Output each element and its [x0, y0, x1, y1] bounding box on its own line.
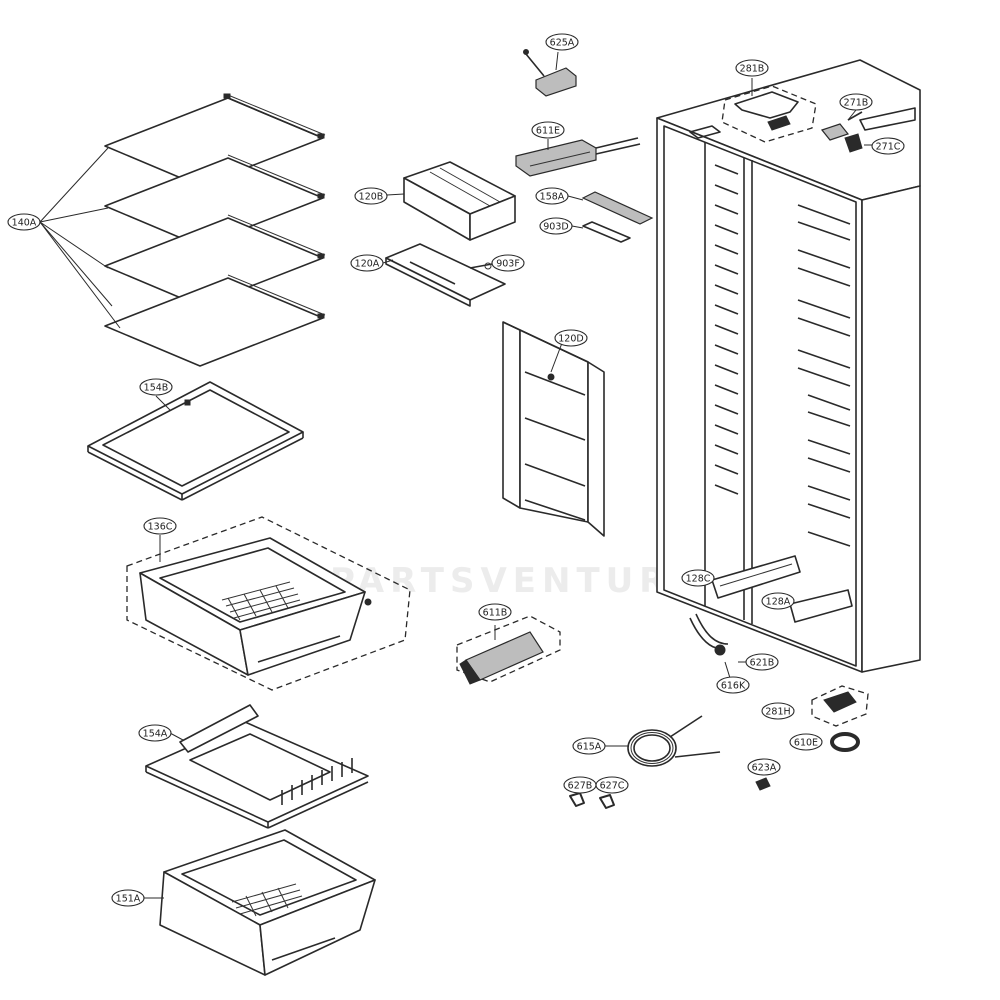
ring-610e — [830, 732, 860, 752]
callout-903f: 903F — [491, 254, 525, 272]
cover-120a — [382, 243, 506, 307]
svg-text:154A: 154A — [143, 729, 168, 740]
callout-120a: 120A — [350, 254, 384, 272]
svg-text:611E: 611E — [536, 126, 560, 137]
callout-120d: 120D — [554, 329, 588, 347]
water-line — [689, 613, 729, 656]
bottom-part-281h — [811, 685, 869, 727]
svg-text:621B: 621B — [750, 658, 775, 669]
clip-623a — [755, 777, 771, 791]
svg-text:281B: 281B — [740, 64, 765, 75]
svg-text:271B: 271B — [844, 98, 869, 109]
callout-281h: 281H — [761, 702, 795, 720]
svg-text:151A: 151A — [116, 894, 141, 905]
svg-text:903F: 903F — [496, 259, 520, 270]
svg-text:627C: 627C — [600, 781, 625, 792]
svg-text:136C: 136C — [148, 522, 173, 533]
callout-281b: 281B — [735, 59, 769, 77]
bin-grid — [231, 883, 303, 917]
callout-136c: 136C — [143, 517, 177, 535]
callout-611b: 611B — [478, 603, 512, 621]
svg-text:903D: 903D — [543, 222, 568, 233]
part-611e — [515, 137, 641, 177]
bottom-bin-151a — [143, 829, 376, 976]
drawer-frame-154a — [145, 704, 369, 829]
crisper-drawer-136c — [126, 516, 411, 691]
svg-text:154B: 154B — [144, 383, 169, 394]
top-part-271b — [820, 109, 863, 141]
part-903d — [571, 221, 631, 243]
svg-text:120A: 120A — [355, 259, 380, 270]
callout-625a: 625A — [545, 33, 579, 51]
callout-158a: 158A — [535, 187, 569, 205]
svg-text:627B: 627B — [568, 781, 593, 792]
callout-128a: 128A — [761, 592, 795, 610]
clip-627c — [599, 794, 615, 809]
callout-271c: 271C — [871, 137, 905, 155]
callout-140a: 140A — [7, 213, 41, 231]
callout-154b: 154B — [139, 378, 173, 396]
callout-271b: 271B — [839, 93, 873, 111]
callout-151a: 151A — [111, 889, 145, 907]
svg-text:128A: 128A — [766, 597, 791, 608]
callout-610e: 610E — [789, 733, 823, 751]
ice-box-120b — [386, 161, 516, 241]
framed-shelf-154b — [87, 381, 304, 501]
cabinet-rails-left — [714, 164, 739, 495]
svg-text:611B: 611B — [483, 608, 508, 619]
svg-text:616K: 616K — [721, 681, 746, 692]
svg-text:128C: 128C — [686, 574, 711, 585]
svg-text:610E: 610E — [794, 738, 818, 749]
svg-text:271C: 271C — [876, 142, 901, 153]
svg-text:623A: 623A — [752, 763, 777, 774]
svg-text:120B: 120B — [359, 192, 384, 203]
callout-616k: 616K — [716, 676, 750, 694]
shelf-1 — [104, 93, 326, 187]
crisper-grid — [221, 581, 301, 621]
callout-615a: 615A — [572, 737, 606, 755]
part-625a — [523, 49, 577, 97]
callout-627b: 627B — [563, 776, 597, 794]
watermark: PARTSVENTURE — [330, 561, 701, 601]
svg-text:140A: 140A — [12, 218, 37, 229]
shelf-2 — [104, 154, 326, 247]
cabinet-top-detail — [689, 107, 916, 139]
callout-621b: 621B — [745, 653, 779, 671]
callout-903d: 903D — [539, 217, 573, 235]
filter-611b — [456, 615, 561, 685]
top-part-281b — [721, 78, 817, 143]
part-158a — [567, 191, 654, 225]
svg-text:281H: 281H — [765, 707, 790, 718]
callout-154a: 154A — [138, 724, 172, 742]
cabinet-rails-right — [797, 204, 851, 547]
drawer-frame-ribs — [281, 758, 353, 805]
water-tube-615a — [605, 715, 721, 767]
cabinet-bottom-slides — [711, 555, 853, 623]
glass-shelves-140a — [39, 93, 326, 367]
svg-text:625A: 625A — [550, 38, 575, 49]
svg-text:615A: 615A — [577, 742, 602, 753]
callout-611e: 611E — [531, 121, 565, 139]
callout-120b: 120B — [354, 187, 388, 205]
panel-120d — [502, 321, 605, 537]
callout-623a: 623A — [747, 758, 781, 776]
clip-627b — [569, 792, 585, 807]
shelf-4 — [104, 274, 326, 367]
refrigerator-cabinet — [656, 59, 921, 727]
svg-text:120D: 120D — [558, 334, 583, 345]
callout-128c: 128C — [681, 569, 715, 587]
svg-text:158A: 158A — [540, 192, 565, 203]
shelf-3 — [104, 214, 326, 307]
callout-627c: 627C — [595, 776, 629, 794]
